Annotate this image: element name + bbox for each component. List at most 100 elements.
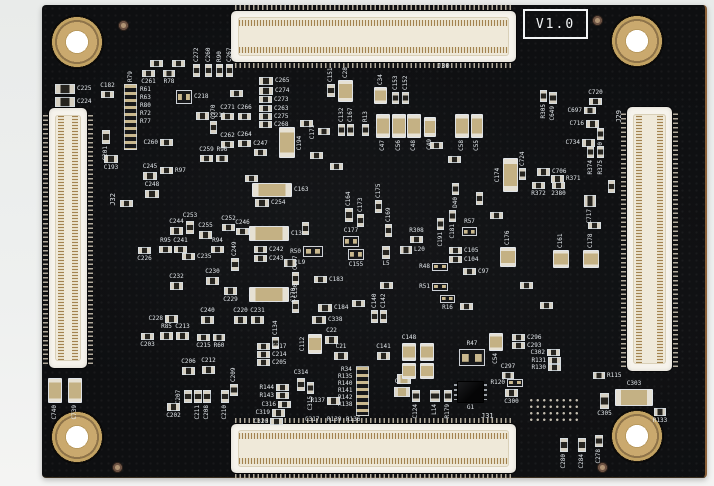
connector-slot — [55, 115, 81, 361]
component-label: C177 — [343, 227, 359, 234]
component-label: C153 — [391, 75, 399, 90]
smd-component — [500, 247, 516, 267]
via-pad — [592, 15, 603, 26]
component-label: C213 — [175, 323, 190, 330]
component-label: C274 — [275, 87, 290, 94]
smd-component — [334, 352, 348, 360]
component-label: C296 — [527, 333, 542, 341]
smd-component — [586, 120, 599, 128]
smd-component — [463, 268, 476, 275]
smd-component — [380, 310, 387, 323]
smd-component — [375, 200, 382, 213]
component-label: C140 — [370, 293, 378, 308]
component-label: C112 — [299, 336, 306, 352]
smd-component — [584, 107, 596, 114]
component-label: C245 — [142, 163, 158, 170]
smd-component — [507, 379, 523, 387]
component-label: C249 — [231, 241, 238, 256]
smd-component — [476, 192, 483, 205]
component-label: R96 — [216, 146, 228, 153]
smd-component — [124, 84, 137, 150]
component-label: C58 — [458, 140, 465, 151]
smd-component — [182, 253, 195, 260]
smd-component — [345, 208, 353, 222]
smd-component — [196, 112, 209, 120]
component-label: R115 — [607, 371, 622, 379]
component-label: R90 — [215, 51, 223, 62]
component-label: C34 — [376, 74, 384, 85]
component-label: R95 — [160, 237, 171, 244]
component-label: C178 — [587, 233, 594, 248]
component-label: R47 — [466, 340, 478, 347]
component-label: C148 — [401, 334, 417, 341]
component-label: C183 — [329, 275, 344, 283]
component-label: C724 — [518, 151, 526, 166]
component-label: R133 — [652, 417, 668, 424]
smd-component — [259, 121, 272, 128]
smd-component — [615, 389, 653, 406]
component-label: C48 — [410, 140, 417, 151]
smd-component — [104, 155, 118, 163]
smd-component — [194, 390, 202, 403]
smd-component — [55, 84, 75, 94]
component-label: C235 — [197, 252, 212, 260]
component-label: C124 — [412, 404, 419, 419]
component-label: C191 — [436, 232, 444, 247]
component-label: C210 — [221, 405, 228, 420]
component-label: C317 — [305, 416, 320, 423]
smd-component — [490, 212, 503, 219]
smd-component — [552, 182, 565, 189]
smd-component — [420, 363, 434, 379]
smd-component — [589, 98, 602, 105]
component-label: C193 — [103, 164, 119, 171]
smd-component — [352, 300, 365, 307]
smd-component — [532, 182, 545, 189]
component-label: R130 — [531, 363, 546, 371]
component-label: C248 — [144, 181, 160, 188]
component-label: R138 — [338, 401, 353, 408]
component-label: C278 — [595, 449, 602, 464]
component-label: R51 — [419, 283, 430, 290]
component-label: C214 — [272, 350, 287, 358]
smd-component — [184, 390, 192, 403]
component-label: R374 — [586, 160, 594, 175]
smd-component — [102, 130, 110, 144]
smd-component — [257, 359, 270, 366]
connector-pins — [673, 111, 678, 367]
smd-component — [310, 152, 323, 159]
smd-component — [430, 142, 443, 149]
mounting-hole — [611, 410, 663, 462]
smd-component — [255, 199, 269, 207]
smd-component — [380, 282, 393, 289]
smd-component — [597, 146, 604, 158]
component-label: C252 — [221, 215, 236, 222]
board-connector-j30 — [231, 11, 516, 62]
smd-component — [338, 80, 353, 102]
smd-component — [160, 139, 173, 146]
component-label: G1 — [466, 404, 475, 411]
connector-pins — [88, 112, 93, 364]
smd-component — [455, 114, 469, 138]
component-label: C649 — [549, 106, 556, 121]
component-label: C706 — [552, 168, 567, 175]
component-label: R80 — [140, 102, 151, 109]
smd-component — [549, 92, 557, 104]
smd-component — [520, 282, 533, 289]
component-label: R142 — [338, 394, 353, 401]
component-label: C284 — [578, 454, 585, 469]
smd-component — [120, 200, 133, 207]
smd-component — [199, 231, 212, 239]
component-label: C163 — [294, 186, 309, 193]
smd-component — [588, 222, 601, 229]
smd-component — [449, 247, 462, 254]
smd-component — [210, 121, 217, 134]
component-label: C54 — [492, 353, 499, 364]
component-label: R131 — [531, 356, 546, 364]
component-label: C297 — [500, 363, 516, 370]
smd-component — [211, 246, 224, 253]
connector-pins — [235, 418, 512, 423]
component-label: R60 — [213, 342, 225, 349]
smd-component — [519, 168, 526, 180]
smd-component — [471, 114, 483, 138]
smd-component — [459, 349, 485, 366]
